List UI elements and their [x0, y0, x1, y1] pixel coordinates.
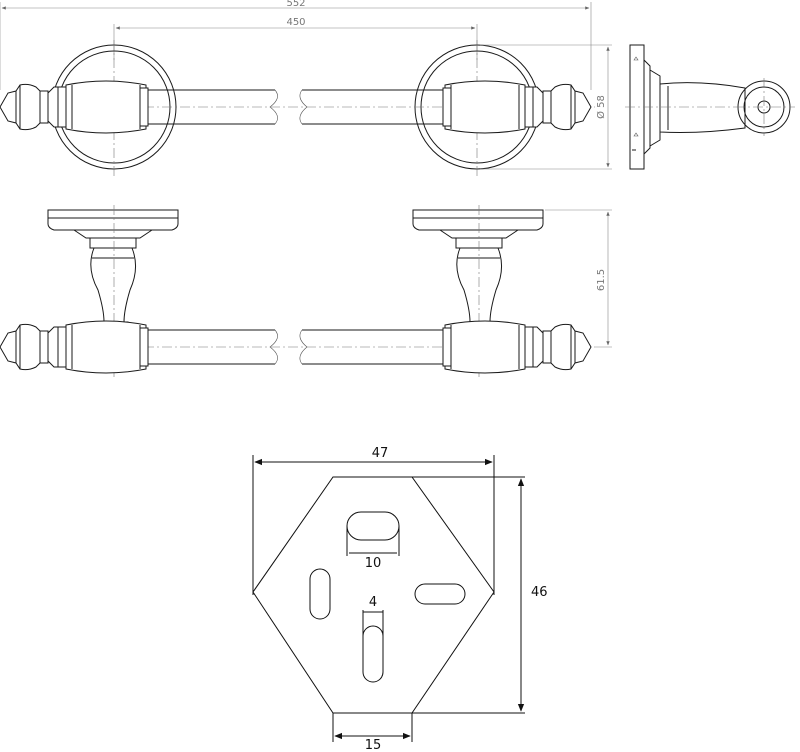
top-view: 552 450 Ø 58 — [0, 0, 612, 178]
dim-552-label: 552 — [286, 0, 305, 9]
left-stem — [73, 229, 153, 327]
dim-15-label: 15 — [365, 738, 382, 752]
dim-450-label: 450 — [286, 17, 305, 28]
dim-47-label: 47 — [372, 446, 389, 461]
dim-61-5-label: 61.5 — [596, 269, 607, 291]
dim-58-label: Ø 58 — [595, 95, 607, 119]
front-view: 61.5 — [0, 205, 612, 380]
dim-46-label: 46 — [531, 585, 548, 600]
dim-10-label: 10 — [365, 556, 382, 571]
dim-4-label: 4 — [369, 595, 377, 610]
mounting-plate-detail: 47 46 10 4 15 — [252, 446, 548, 752]
side-view — [625, 44, 795, 170]
